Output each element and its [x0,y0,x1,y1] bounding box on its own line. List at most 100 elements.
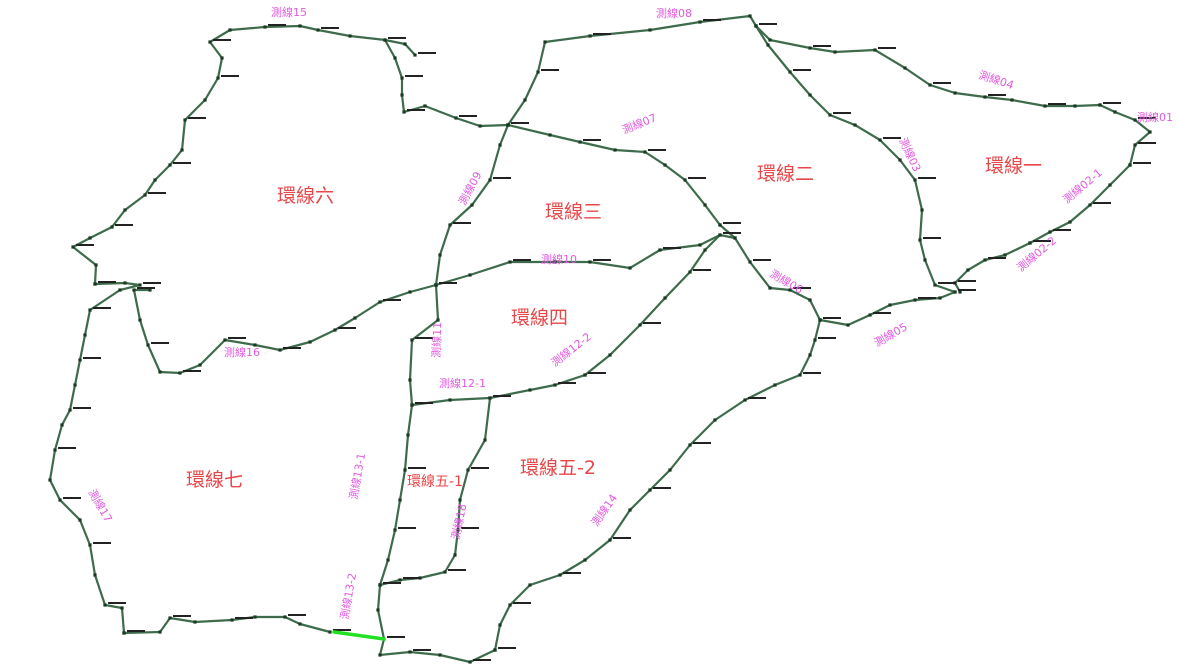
benchmark-node [713,418,717,422]
benchmark-label-mark [613,537,631,539]
route-line-13-1 [378,403,414,587]
route-line-12-2 [583,233,722,377]
benchmark-node [553,383,557,387]
benchmark-node [198,363,202,367]
benchmark-label-mark [76,244,94,246]
benchmark-label-mark [513,259,531,261]
benchmark-nodes [48,14,1152,664]
benchmark-node [123,208,127,212]
line-label-06: 測線06 [768,266,806,296]
benchmark-label-mark [593,259,611,261]
benchmark-label-mark [268,24,286,26]
benchmark-node [122,631,126,635]
ring-label-5-2: 環線五-2 [520,457,596,479]
line-label-12-2: 測線12-2 [548,329,594,369]
benchmark-node [183,118,187,122]
benchmark-label-mark [173,615,191,617]
benchmark-node [608,353,612,357]
benchmark-node [88,236,92,240]
benchmark-node [483,438,487,442]
benchmark-node [953,91,957,95]
benchmark-node [103,603,107,607]
benchmark-label-mark [541,69,559,71]
line-label-02-1: 測線02-1 [1060,165,1105,206]
benchmark-label-mark [387,636,405,638]
benchmark-label-mark [333,629,351,631]
route-line-04 [754,24,1102,108]
survey-routes [48,14,1152,664]
line-label-07: 測線07 [620,110,659,136]
benchmark-node [470,203,474,207]
line-label-08: 測線08 [656,6,692,20]
benchmark-node [1003,253,1007,257]
benchmark-label-mark [151,342,169,344]
benchmark-node [1010,98,1014,102]
benchmark-label-mark [407,109,425,111]
benchmark-label-mark [461,527,479,529]
route-line-13-2 [376,583,497,664]
benchmark-node [958,290,962,294]
benchmark-node [60,423,64,427]
benchmark-label-mark [108,602,126,604]
benchmark-node [398,578,402,582]
benchmark-node [393,528,397,532]
benchmark-node [498,143,502,147]
benchmark-node [138,318,142,322]
benchmark-label-mark [213,39,231,41]
benchmark-label-mark [58,447,76,449]
benchmark-node [353,316,357,320]
benchmark-node [208,40,212,44]
benchmark-node [153,178,157,182]
benchmark-node [643,150,647,154]
benchmark-node [1073,104,1077,108]
benchmark-label-mark [415,337,433,339]
benchmark-node [588,260,592,264]
line-label-01: 測線01 [1137,110,1173,124]
benchmark-node [93,282,97,286]
benchmark-label-mark [663,247,681,249]
benchmark-label-mark [415,402,433,404]
benchmark-node [71,245,75,249]
benchmark-label-mark [493,395,511,397]
benchmark-node [688,270,692,274]
benchmark-node [578,140,582,144]
benchmark-node [230,618,234,622]
benchmark-node [453,553,457,557]
benchmark-node [253,343,257,347]
benchmark-node [663,163,667,167]
benchmark-node [1043,104,1047,108]
benchmark-node [853,123,857,127]
line-label-10: 測線10 [541,252,577,266]
benchmark-node [748,14,752,18]
benchmark-node [93,573,97,577]
route-line-15 [71,24,417,286]
benchmark-label-mark [93,542,111,544]
benchmark-label-mark [938,282,956,284]
benchmark-node [468,660,472,664]
route-line-16 [132,283,438,375]
benchmark-node [583,558,587,562]
ring-label-6: 環線六 [277,185,334,207]
benchmark-node [923,258,927,262]
benchmark-node [423,104,427,108]
benchmark-label-mark [693,269,711,271]
benchmark-label-mark [1033,240,1051,242]
benchmark-node [1068,220,1072,224]
benchmark-node [918,238,922,242]
benchmark-label-mark [383,299,401,301]
benchmark-label-mark [338,327,356,329]
benchmark-node [333,328,337,332]
benchmark-node [73,383,77,387]
benchmark-label-mark [803,372,821,374]
route-line-07 [506,123,722,227]
benchmark-node [443,570,447,574]
benchmark-label-mark [453,222,471,224]
benchmark-label-mark [1138,117,1156,119]
benchmark-node [788,70,792,74]
benchmark-label-mark [648,149,666,151]
line-label-15: 測線15 [271,5,307,19]
line-label-04: 測線04 [977,68,1016,92]
benchmark-node [283,615,287,619]
line-label-11: 測線11 [429,322,444,358]
benchmark-node [438,653,442,657]
